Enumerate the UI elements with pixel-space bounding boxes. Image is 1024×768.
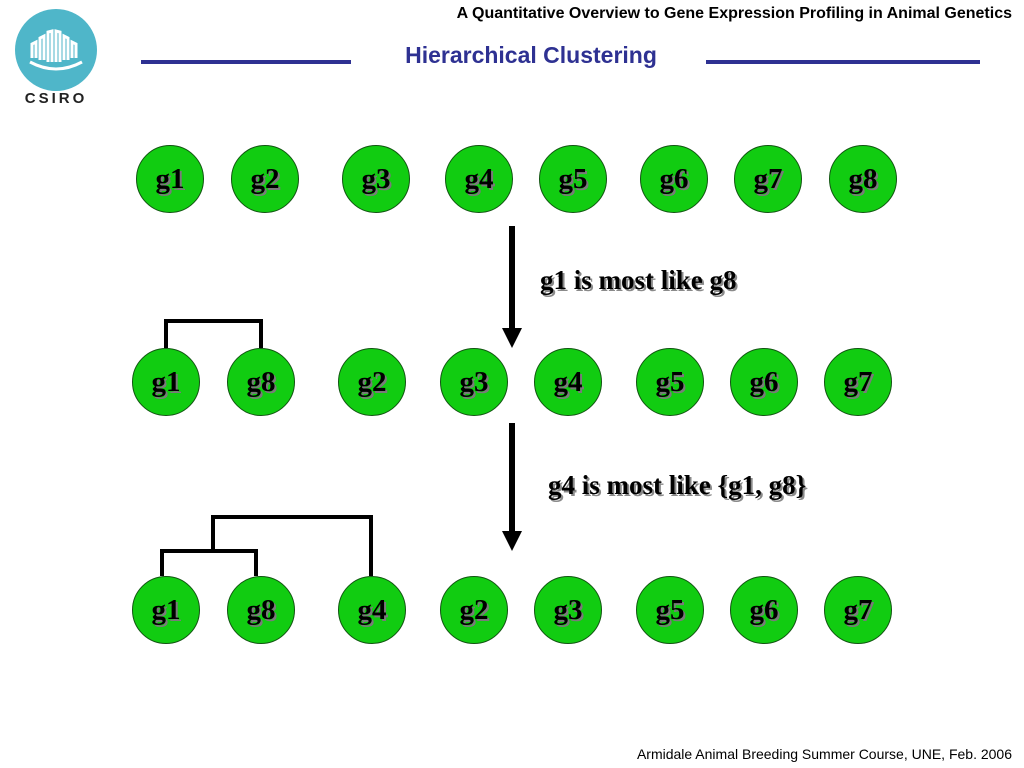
gene-node: g3 <box>534 576 602 644</box>
gene-node: g8 <box>227 348 295 416</box>
gene-node: g5 <box>539 145 607 213</box>
gene-node: g4 <box>338 576 406 644</box>
gene-node: g6 <box>730 576 798 644</box>
gene-node: g2 <box>338 348 406 416</box>
gene-node: g2 <box>440 576 508 644</box>
gene-node: g7 <box>734 145 802 213</box>
gene-node: g8 <box>829 145 897 213</box>
gene-node: g6 <box>730 348 798 416</box>
step-arrow-shaft <box>509 423 515 533</box>
step-label: g1 is most like g8 <box>540 265 737 295</box>
csiro-logo <box>15 9 97 91</box>
step-label: g4 is most like {g1, g8} <box>548 470 807 500</box>
gene-node: g3 <box>342 145 410 213</box>
gene-node: g4 <box>534 348 602 416</box>
merge-bracket-g1-g8 <box>164 319 263 348</box>
gene-node: g2 <box>231 145 299 213</box>
step-arrow-head <box>502 531 522 551</box>
gene-node: g4 <box>445 145 513 213</box>
step-arrow-shaft <box>509 226 515 330</box>
merge-bracket-g1-g8-second <box>160 549 258 576</box>
gene-node: g1 <box>136 145 204 213</box>
gene-node: g8 <box>227 576 295 644</box>
step-arrow-head <box>502 328 522 348</box>
gene-node: g1 <box>132 348 200 416</box>
title-rule-left <box>141 60 351 64</box>
title-rule-right <box>706 60 980 64</box>
gene-node: g5 <box>636 576 704 644</box>
slide-title: Hierarchical Clustering <box>405 42 657 68</box>
header-course-title: A Quantitative Overview to Gene Expressi… <box>456 5 1012 22</box>
footer-text: Armidale Animal Breeding Summer Course, … <box>636 746 1012 762</box>
logo-wordmark: CSIRO <box>24 90 88 107</box>
gene-node: g7 <box>824 576 892 644</box>
gene-node: g6 <box>640 145 708 213</box>
gene-node: g5 <box>636 348 704 416</box>
gene-node: g3 <box>440 348 508 416</box>
gene-node: g1 <box>132 576 200 644</box>
gene-node: g7 <box>824 348 892 416</box>
merge-bracket-g4 <box>211 515 373 576</box>
